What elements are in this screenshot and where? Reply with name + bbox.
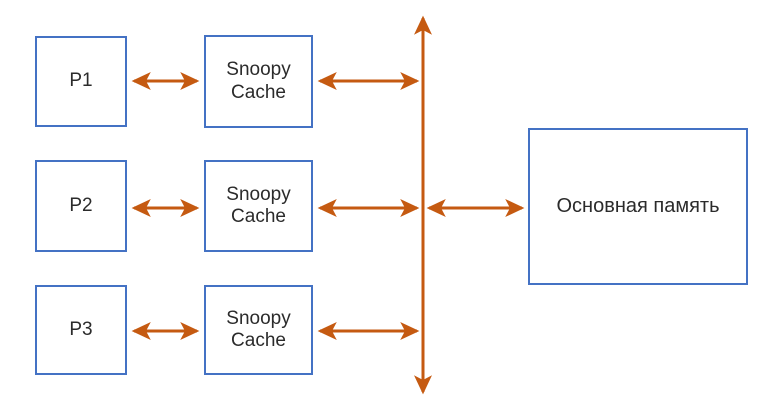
node-label: Snoopy Cache xyxy=(226,59,291,103)
node-processor-p1[interactable]: P1 xyxy=(35,36,127,127)
node-main-memory[interactable]: Основная память xyxy=(528,128,748,285)
node-label: Основная память xyxy=(556,194,720,217)
node-processor-p3[interactable]: P3 xyxy=(35,285,127,375)
node-label: Snoopy Cache xyxy=(226,307,291,351)
node-snoopy-cache-1[interactable]: Snoopy Cache xyxy=(204,35,313,128)
node-label: P3 xyxy=(69,318,93,340)
node-snoopy-cache-3[interactable]: Snoopy Cache xyxy=(204,285,313,375)
node-label: P1 xyxy=(69,70,93,92)
node-label: Snoopy Cache xyxy=(226,183,291,227)
node-processor-p2[interactable]: P2 xyxy=(35,160,127,252)
node-label: P2 xyxy=(69,194,93,216)
node-snoopy-cache-2[interactable]: Snoopy Cache xyxy=(204,160,313,252)
